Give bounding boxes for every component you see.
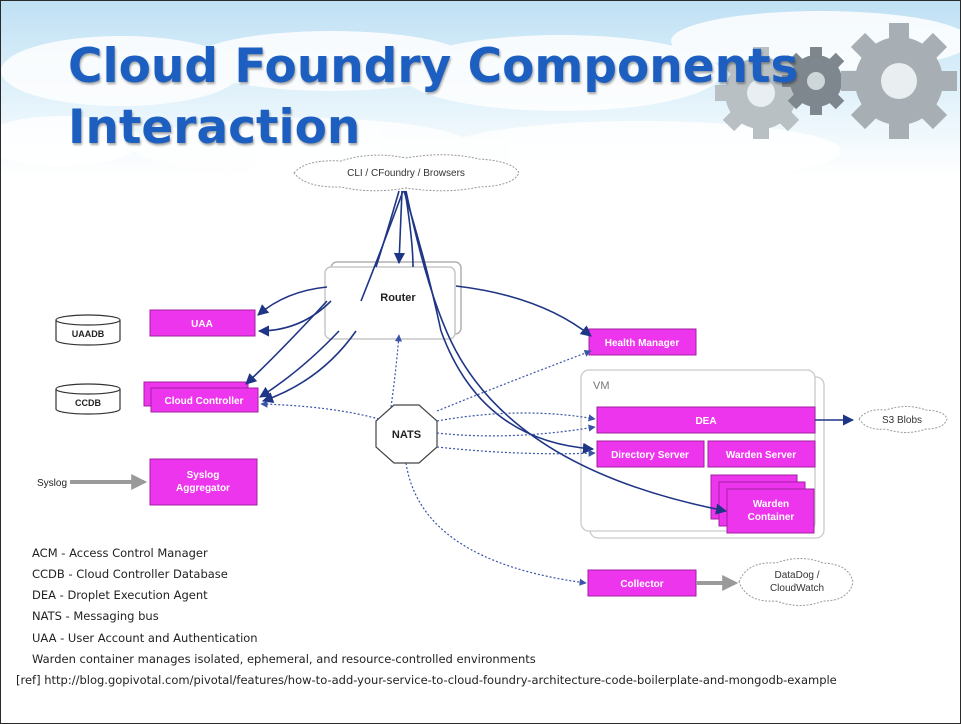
health-manager-label: Health Manager [605, 338, 680, 349]
uaadb-database: UAADB [55, 314, 121, 346]
solid-connections [245, 190, 855, 515]
s3-blobs-cloud: S3 Blobs [858, 406, 948, 433]
uaa-label: UAA [191, 319, 213, 330]
warden-server-box: Warden Server [707, 440, 816, 468]
health-manager-box: Health Manager [588, 328, 697, 356]
page-title-line-2: Interaction [68, 100, 361, 155]
vm-label: VM [593, 380, 610, 392]
reference-link[interactable]: [ref] http://blog.gopivotal.com/pivotal/… [16, 673, 837, 687]
warden-container-box: Warden Container [710, 474, 815, 534]
directory-server-box: Directory Server [596, 440, 705, 468]
ccdb-label: CCDB [75, 398, 101, 408]
gears-icon [715, 23, 957, 139]
cloud-controller-label: Cloud Controller [165, 396, 244, 407]
legend-item-warden: Warden container manages isolated, ephem… [32, 652, 536, 666]
warden-server-label: Warden Server [726, 450, 796, 461]
ccdb-database: CCDB [55, 383, 121, 415]
uaadb-label: UAADB [72, 329, 105, 339]
clients-label: CLI / CFoundry / Browsers [347, 168, 465, 179]
syslog-aggregator-box: Syslog Aggregator [149, 458, 258, 506]
cloud-controller-box: Cloud Controller [143, 381, 259, 413]
router-label: Router [380, 292, 416, 304]
collector-box: Collector [587, 569, 697, 597]
legend-item-ccdb: CCDB - Cloud Controller Database [32, 567, 228, 581]
s3-blobs-label: S3 Blobs [882, 415, 922, 426]
datadog-cloud: DataDog / CloudWatch [738, 558, 854, 606]
datadog-label: DataDog / [774, 570, 819, 581]
nats-node: NATS [375, 404, 438, 464]
warden-container-label-line-2: Container [748, 512, 795, 523]
legend-item-uaa: UAA - User Account and Authentication [32, 631, 258, 645]
dea-label: DEA [695, 416, 716, 427]
dotted-connections [260, 334, 596, 586]
page-title: Cloud Foundry Components [68, 39, 799, 94]
legend-item-nats: NATS - Messaging bus [32, 609, 159, 623]
syslog-aggregator-label-line-2: Aggregator [176, 483, 230, 494]
directory-server-label: Directory Server [611, 450, 689, 461]
uaa-box: UAA [149, 309, 256, 337]
syslog-label: Syslog [37, 478, 67, 489]
warden-container-label-line-1: Warden [753, 499, 789, 510]
nats-label: NATS [392, 429, 421, 441]
legend-item-acm: ACM - Access Control Manager [32, 546, 208, 560]
dea-box: DEA [596, 406, 816, 434]
collector-label: Collector [620, 579, 663, 590]
syslog-aggregator-label-line-1: Syslog [187, 470, 220, 481]
legend-item-dea: DEA - Droplet Execution Agent [32, 588, 208, 602]
cloudwatch-label: CloudWatch [770, 583, 824, 594]
clients-cloud: CLI / CFoundry / Browsers [293, 154, 520, 192]
